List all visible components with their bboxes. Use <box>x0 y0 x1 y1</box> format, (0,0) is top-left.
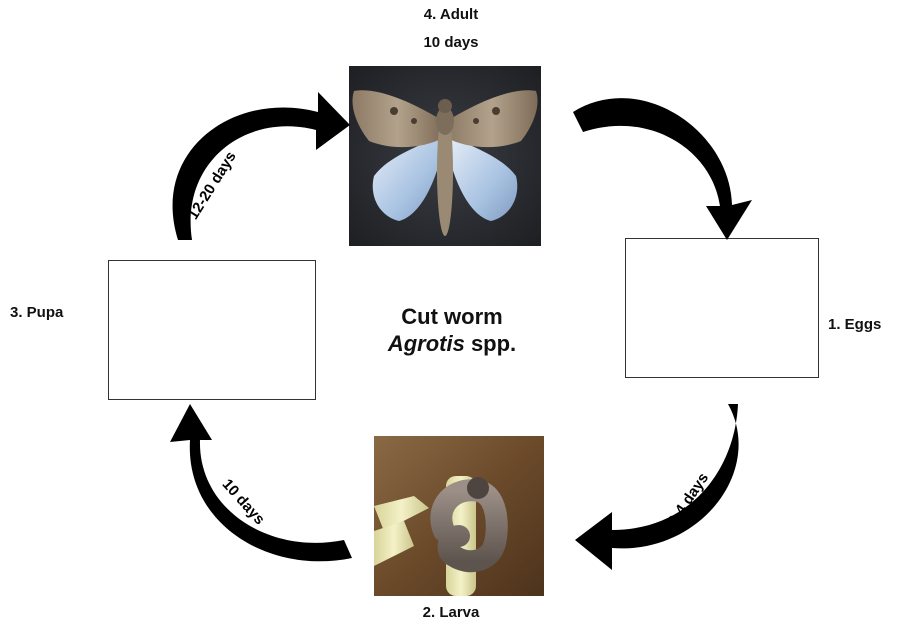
arrow-eggs-to-larva <box>575 404 739 570</box>
arrow-larva-to-pupa <box>170 404 352 561</box>
arrow-adult-to-eggs <box>573 98 752 240</box>
